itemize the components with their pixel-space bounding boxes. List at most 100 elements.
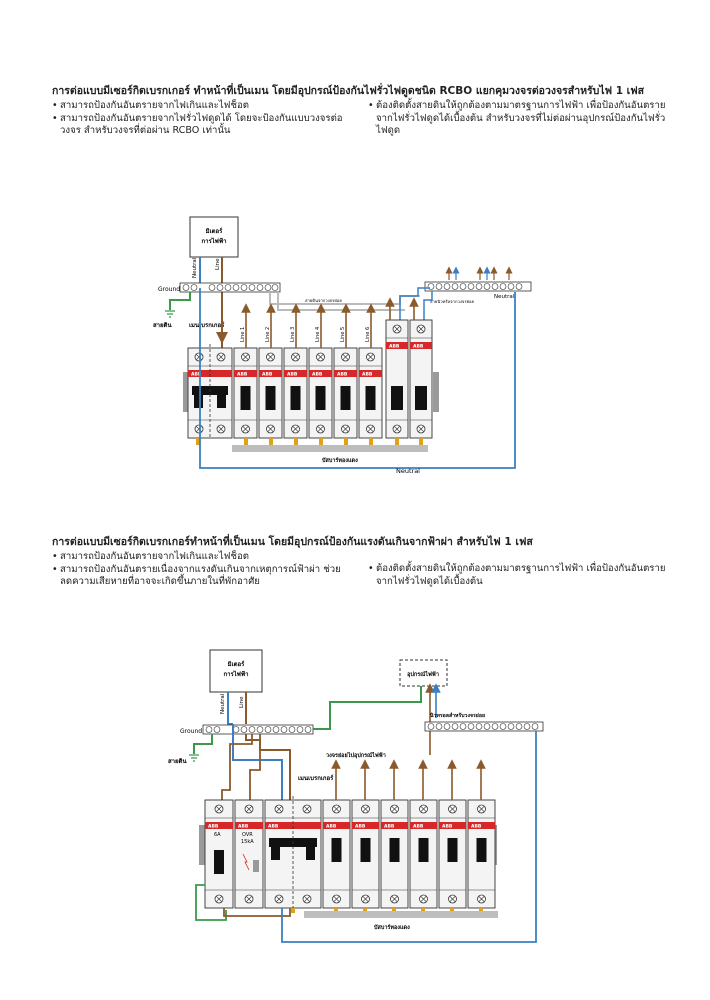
breaker-brand: ABB: [262, 372, 273, 378]
branch-breaker: ABB: [333, 347, 358, 439]
bullet: สามารถป้องกันอันตรายจากไฟเกินและไฟช็อต: [52, 100, 352, 113]
diagram-1: มิเตอร์ การไฟฟ้า Neutral Line Ground สาย…: [153, 216, 532, 475]
toggle-handle: [476, 838, 487, 862]
neutral-bar-screws: [427, 283, 523, 290]
electrical-device-box: [399, 659, 448, 687]
branch-breaker: ABB: [380, 799, 409, 909]
branch-breaker: ABB: [233, 347, 258, 439]
bullet: สามารถป้องกันอันตรายจากไฟรั่วไฟดูดได้ โด…: [52, 113, 352, 138]
breaker-brand-strip: [410, 342, 432, 349]
busbar-connector: [244, 438, 248, 445]
breaker-brand-strip: [235, 822, 263, 829]
earth-label: สายดิน: [168, 757, 187, 765]
ground-label: Ground: [158, 286, 180, 293]
busbar-label: บัสบาร์ทองแดง: [374, 924, 410, 931]
section-1-right-bullets: ต้องติดตั้งสายดินให้ถูกต้องตามมาตรฐานการ…: [368, 100, 668, 138]
line-wire-label: Line: [215, 258, 221, 270]
spd-backup-breaker: ABB 6A: [204, 799, 234, 909]
rcbo: ABB: [409, 319, 433, 439]
busbar-connector: [363, 908, 367, 913]
copper-busbar: [304, 911, 498, 918]
ovr-label: OVR: [242, 832, 253, 838]
rating-label: 6A: [214, 832, 221, 838]
ground-bar: [202, 724, 314, 735]
breaker-brand-strip: [188, 370, 232, 377]
busbar-connector: [392, 908, 396, 913]
section-1-left-bullets: สามารถป้องกันอันตรายจากไฟเกินและไฟช็อต ส…: [52, 100, 352, 138]
busbar-connector: [421, 908, 425, 913]
breaker-brand: ABB: [362, 372, 373, 378]
breaker-brand: ABB: [312, 372, 323, 378]
breaker-brand: ABB: [413, 344, 424, 350]
main-breaker-label: เมนเบรกเกอร์: [189, 321, 225, 329]
neutral-out-arrows: [445, 266, 513, 280]
main-breaker-label: เมนเบรกเกอร์: [298, 774, 334, 782]
meter-box: [189, 216, 239, 258]
toggle-handle: [418, 838, 429, 862]
neutral-sub-bar-screws: [427, 723, 539, 730]
neutral-wire-label: Neutral: [220, 693, 226, 714]
rcbo-neutral-wire: [423, 291, 433, 320]
sub-ground-wire: [269, 292, 420, 305]
branch-breaker: ABB: [283, 347, 308, 439]
breaker-brand: ABB: [268, 824, 279, 830]
breaker-brand-strip: [334, 370, 357, 377]
meter-label: มิเตอร์: [206, 227, 224, 235]
neutral-bar: [424, 281, 532, 292]
spd-line-loop: [223, 908, 291, 917]
line-wire-label: Line: [239, 696, 245, 708]
branch-line-label: Line 2: [265, 327, 271, 342]
busbar-connector: [450, 908, 454, 913]
branch-line-label: Line 5: [340, 327, 346, 342]
ground-bar-screws: [182, 284, 279, 291]
earth-symbol: [165, 310, 175, 318]
busbar-connector: [419, 438, 423, 445]
bullet: ต้องติดตั้งสายดินให้ถูกต้องตามมาตรฐานการ…: [368, 100, 668, 138]
breaker-brand-strip: [309, 370, 332, 377]
branch-line-label: Line 1: [240, 327, 246, 342]
branch-line-label: Line 6: [365, 327, 371, 342]
section-2-left-bullets: สามารถป้องกันอันตรายจากไฟเกินและไฟช็อต ส…: [52, 551, 352, 589]
toggle-handle: [214, 850, 224, 874]
breaker-brand: ABB: [384, 824, 395, 830]
toggle-handle: [315, 386, 326, 410]
device-ground-wire: [313, 686, 422, 730]
breaker-brand-strip: [468, 822, 495, 829]
earth-wire: [169, 292, 191, 310]
breaker-brand: ABB: [337, 372, 348, 378]
section-2-title: การต่อแบบมีเซอร์กิตเบรกเกอร์ทำหน้าที่เป็…: [52, 536, 533, 548]
busbar-connector: [291, 908, 295, 913]
breaker-brand: ABB: [389, 344, 400, 350]
bullet: สามารถป้องกันอันตรายจากไฟเกินและไฟช็อต: [52, 551, 352, 564]
breaker-brand: ABB: [471, 824, 482, 830]
lightning-icon: [242, 853, 250, 871]
branch-breaker: ABB: [258, 347, 283, 439]
breaker-brand-strip: [259, 370, 282, 377]
meter-label: การไฟฟ้า: [201, 237, 226, 245]
ground-bar: [179, 282, 281, 293]
section-1: การต่อแบบมีเซอร์กิตเบรกเกอร์ ทำหน้าที่เป…: [52, 84, 672, 146]
main-breaker: ABB: [264, 796, 322, 909]
breaker-brand-strip: [439, 822, 466, 829]
breaker-brand-strip: [381, 822, 408, 829]
earth-symbol: [189, 754, 199, 762]
busbar-connector: [369, 438, 373, 445]
neutral-bottom-label: Neutral: [396, 467, 420, 475]
toggle-handle: [365, 386, 376, 410]
breaker-brand-strip: [352, 822, 379, 829]
rcbo: ABB: [385, 319, 409, 439]
breaker-brand: ABB: [287, 372, 298, 378]
busbar-connector: [479, 908, 483, 913]
earth-wire: [193, 734, 213, 754]
breaker-brand: ABB: [208, 824, 219, 830]
bullet: ต้องติดตั้งสายดินให้ถูกต้องตามมาตรฐานการ…: [368, 563, 668, 588]
main-neutral-wire: [232, 724, 283, 800]
toggle-handle: [360, 838, 371, 862]
ovr-rating: 15kA: [241, 839, 254, 845]
din-rail-stop: [433, 372, 439, 412]
meter-box: [209, 649, 263, 693]
breaker-brand-strip: [410, 822, 437, 829]
